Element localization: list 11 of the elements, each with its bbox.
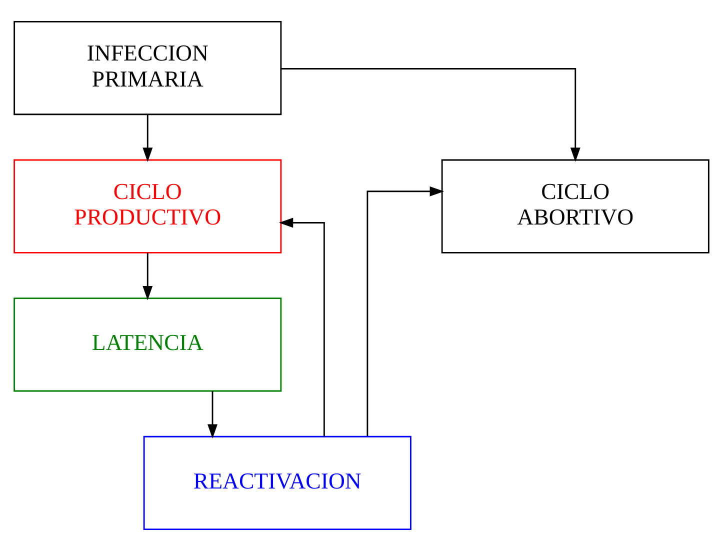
arrow xyxy=(281,68,580,162)
node-box: CICLO ABORTIVO xyxy=(441,158,710,253)
arrow xyxy=(142,252,153,300)
node-box: CICLO PRODUCTIVO xyxy=(14,158,282,253)
arrow xyxy=(366,186,444,436)
arrow xyxy=(208,390,218,438)
arrow xyxy=(142,114,153,162)
node-box: INFECCION PRIMARIA xyxy=(14,20,282,115)
node-box: REACTIVACION xyxy=(143,435,412,530)
arrow xyxy=(278,217,325,436)
node-box: LATENCIA xyxy=(14,297,282,392)
